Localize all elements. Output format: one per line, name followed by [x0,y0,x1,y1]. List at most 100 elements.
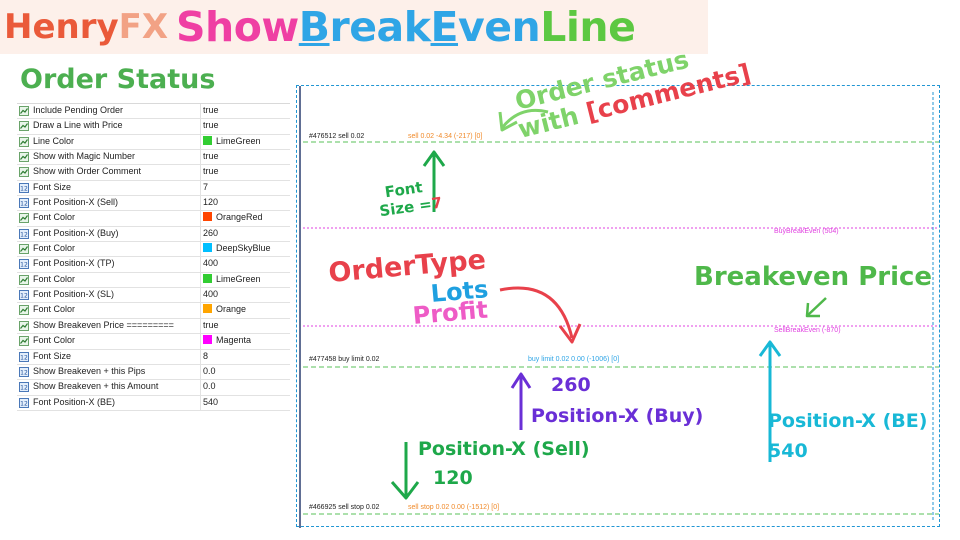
param-name: Font Color [33,212,76,223]
column-divider [200,288,201,303]
param-name: Font Position-X (SL) [33,289,115,300]
title-banner: HenryFX ShowBreakEvenLine [0,0,708,54]
column-divider [200,226,201,242]
param-row[interactable]: Show with Magic Number true [17,150,290,166]
param-row[interactable]: Font Color OrangeRed [17,211,290,227]
param-value-text: true [203,319,219,330]
param-row[interactable]: 12 Show Breakeven + this Pips 0.0 [17,364,290,381]
param-row[interactable]: 12 Font Position-X (Sell) 120 [17,196,290,212]
param-value-text: 400 [203,289,219,300]
svg-text:12: 12 [20,400,28,407]
param-value[interactable]: 540 [203,397,218,407]
param-value[interactable]: 400 [203,258,218,268]
param-row[interactable]: Font Color DeepSkyBlue [17,242,290,258]
color-swatch [203,243,212,253]
param-value[interactable]: 0.0 [203,366,216,376]
param-value-text: 120 [203,197,219,208]
param-value[interactable]: true [203,151,219,161]
param-value-text: LimeGreen [216,273,261,284]
param-value[interactable]: LimeGreen [203,135,261,146]
param-name: Show Breakeven + this Pips [33,365,146,376]
param-value[interactable]: 8 [203,351,208,361]
param-value-text: LimeGreen [216,135,261,146]
param-name: Font Size [33,350,72,361]
param-value[interactable]: OrangeRed [203,212,263,222]
param-value[interactable]: Orange [203,304,246,314]
param-name: Font Position-X (Buy) [33,227,119,238]
column-divider [200,364,201,380]
param-value[interactable]: Magenta [203,335,251,345]
param-value[interactable]: 0.0 [203,381,216,391]
param-row[interactable]: Font Color LimeGreen [17,272,290,289]
param-value[interactable]: 400 [203,289,218,299]
column-divider [200,165,201,180]
order-status-arrow [500,108,549,129]
param-row[interactable]: 12 Font Position-X (SL) 400 [17,288,290,304]
svg-text:12: 12 [20,262,28,269]
param-name: Font Color [33,273,76,284]
order1-label: #476512 sell 0.02 [309,133,365,140]
param-value[interactable]: 260 [203,228,218,238]
param-value-text: DeepSkyBlue [216,243,271,254]
column-divider [200,119,201,134]
param-value-text: true [203,120,219,131]
param-value[interactable]: true [203,320,219,330]
be-position-label: Position-X (BE) [768,410,928,432]
param-value-text: 540 [203,396,219,407]
chart-lines [299,86,939,528]
param-row[interactable]: Include Pending Order true [17,104,290,120]
param-value[interactable]: true [203,105,219,115]
svg-text:12: 12 [20,369,28,376]
param-name: Font Color [33,335,76,346]
param-name: Draw a Line with Price [33,120,123,131]
order3-status-text: sell stop 0.02 0.00 (-1512) [0] [408,504,500,511]
param-name: Include Pending Order [33,105,124,115]
param-name: Show with Magic Number [33,151,136,162]
param-row[interactable]: Font Color Magenta [17,334,290,350]
color-swatch [203,304,212,314]
svg-text:12: 12 [20,201,28,208]
param-name: Show Breakeven + this Amount [33,381,159,392]
param-value-text: true [203,105,219,115]
color-swatch [203,273,212,283]
param-value[interactable]: 7 [203,182,208,192]
param-value[interactable]: DeepSkyBlue [203,243,271,253]
svg-text:12: 12 [20,293,28,300]
param-value[interactable]: LimeGreen [203,273,261,284]
param-value-text: 8 [203,350,209,361]
param-row[interactable]: Show Breakeven Price ========= true [17,318,290,335]
chart-window: #476512 sell 0.02 sell 0.02 -4.34 (-217)… [296,85,940,528]
column-divider [200,134,201,150]
param-value-text: 0.0 [203,381,216,392]
column-divider [200,349,201,364]
buy-position-value: 260 [551,374,591,396]
param-value[interactable]: 120 [203,197,218,207]
order-status-heading: Order Status [20,64,216,95]
param-value[interactable]: true [203,166,219,176]
param-name: Show Breakeven Price ========= [33,319,174,330]
order-type-arrow [499,286,574,339]
column-divider [200,303,201,318]
param-name: Font Color [33,243,76,254]
param-name: Font Position-X (Sell) [33,197,119,208]
product-name: ShowBreakEvenLine [176,3,636,51]
color-swatch [203,212,212,222]
param-value-text: OrangeRed [216,212,263,223]
param-value-text: Orange [216,304,247,315]
param-row[interactable]: Draw a Line with Price true [17,119,290,135]
param-value[interactable]: true [203,120,219,130]
buy-breakeven-label: BuyBreakEven (504) [774,228,839,235]
param-value-text: Magenta [216,335,252,346]
column-divider [200,242,201,257]
